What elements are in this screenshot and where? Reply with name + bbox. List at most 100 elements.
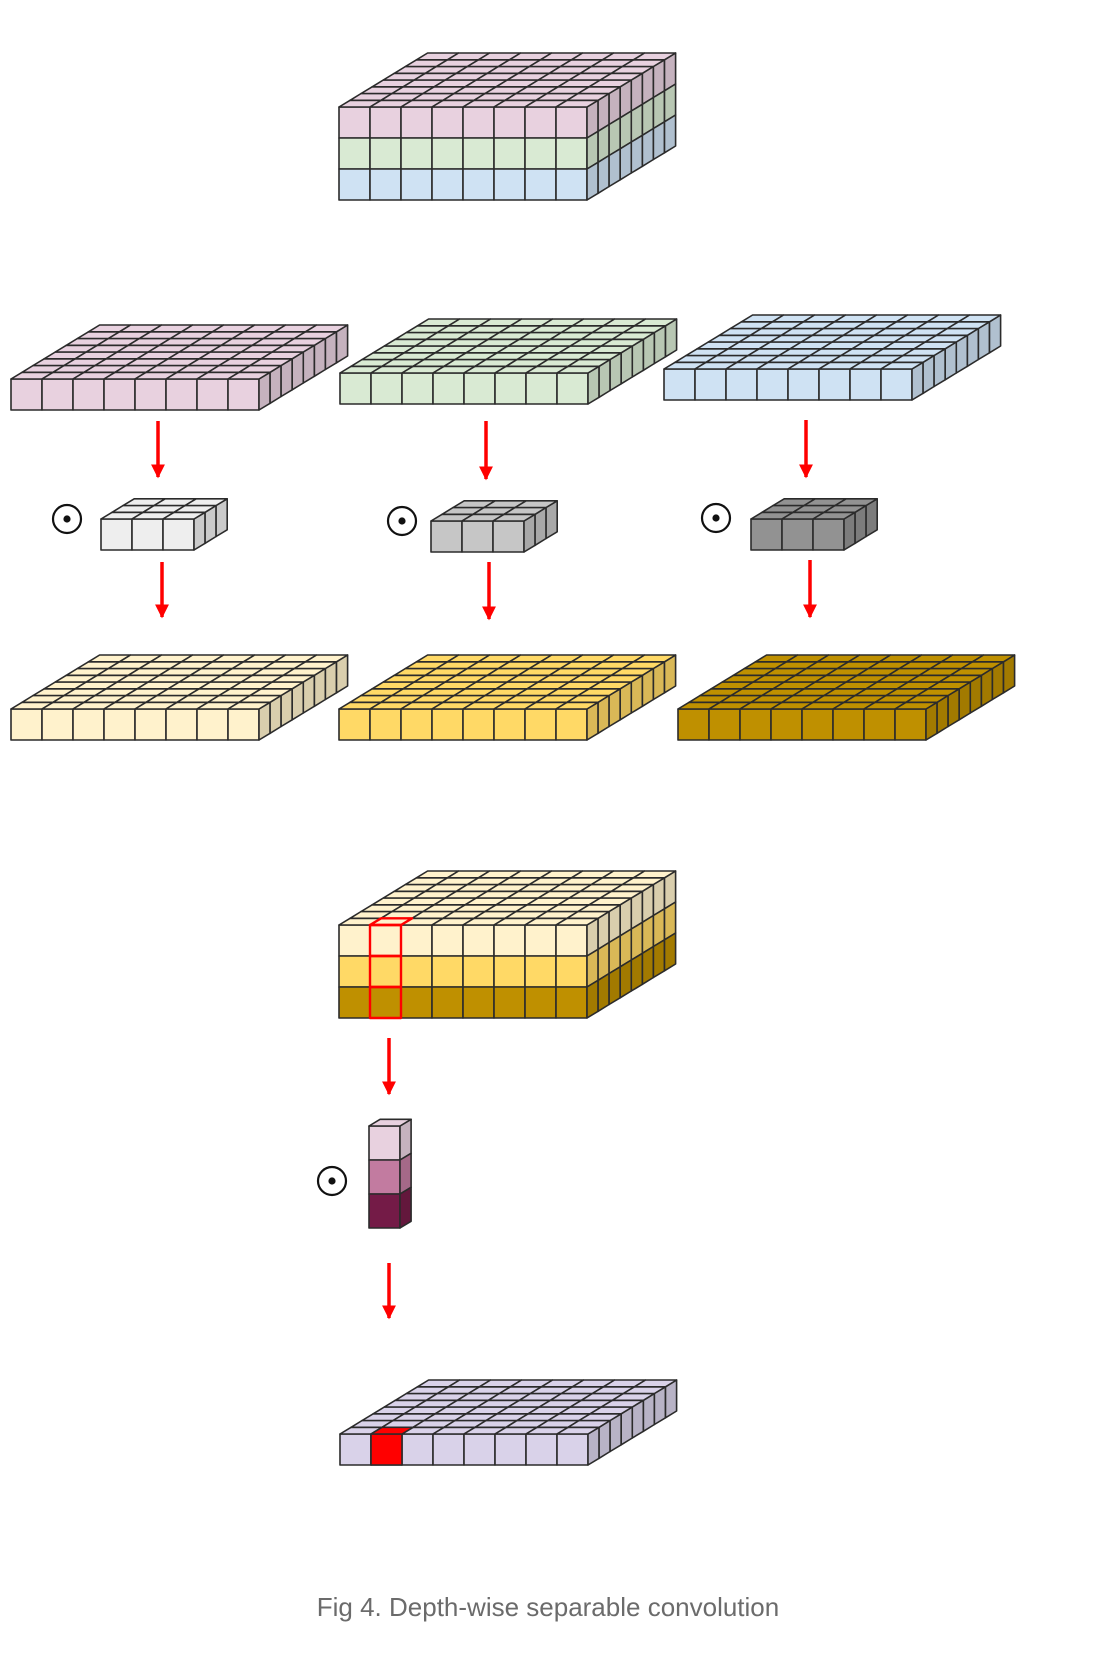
cube-side-face — [641, 127, 655, 168]
cube-front-face — [400, 137, 433, 170]
cube-side-face — [652, 121, 666, 161]
cube-front-face — [369, 924, 402, 957]
cube-front-face — [556, 372, 589, 405]
cube-side-face — [630, 134, 644, 174]
circle-dot-icon — [386, 505, 418, 537]
cube-front-face — [338, 106, 371, 139]
cube-front-face — [849, 368, 882, 401]
cube-front-face — [524, 137, 557, 170]
cube-front-face — [894, 708, 927, 741]
cube-front-face — [369, 955, 402, 988]
highlight-outline — [368, 985, 403, 1020]
cube-top-face — [632, 52, 677, 61]
figure-caption: Fig 4. Depth-wise separable convolution — [316, 1592, 780, 1622]
cube-front-face — [463, 1433, 496, 1466]
depthwise-separable-convolution-diagram — [10, 52, 1016, 1466]
cube-front-face — [369, 708, 402, 741]
cube-front-face — [10, 378, 43, 411]
cube-front-face — [463, 372, 496, 405]
cube-side-face — [619, 141, 633, 181]
depthwise-kernel-2 — [430, 499, 559, 553]
cube-front-face — [368, 1159, 401, 1195]
cube-front-face — [338, 137, 371, 170]
cube-side-face — [641, 945, 655, 986]
cube-front-face — [863, 708, 896, 741]
cube-front-face — [461, 520, 494, 553]
cube-front-face — [401, 372, 434, 405]
cube-front-face — [338, 955, 371, 988]
cube-front-face — [462, 955, 495, 988]
cube-front-face — [462, 986, 495, 1019]
cube-front-face — [400, 106, 433, 139]
output-feature-map — [339, 1379, 678, 1466]
cube-top-face — [957, 314, 1002, 323]
cube-front-face — [725, 368, 758, 401]
cube-top-face — [633, 318, 678, 327]
circle-dot-icon — [700, 502, 732, 534]
cube-front-face — [196, 378, 229, 411]
cube-front-face — [493, 924, 526, 957]
flow-arrows — [151, 420, 817, 1320]
cube-front-face — [369, 168, 402, 201]
cube-front-face — [338, 924, 371, 957]
cube-front-face — [677, 708, 710, 741]
cube-side-face — [399, 1186, 412, 1229]
cube-front-face — [555, 708, 588, 741]
cube-front-face — [555, 168, 588, 201]
cube-top-face — [633, 1379, 678, 1388]
cube-front-face — [524, 986, 557, 1019]
cube-front-face — [432, 1433, 465, 1466]
cube-front-face — [555, 924, 588, 957]
cube-front-face — [787, 368, 820, 401]
highlight-cell — [370, 1426, 414, 1435]
cube-front-face — [880, 368, 913, 401]
cube-front-face — [400, 168, 433, 201]
cube-front-face — [431, 106, 464, 139]
cube-front-face — [227, 708, 260, 741]
cube-top-face — [184, 497, 228, 507]
cube-front-face — [338, 168, 371, 201]
cube-front-face — [756, 368, 789, 401]
cube-front-face — [369, 986, 402, 1019]
input-volume — [338, 52, 677, 201]
circle-dot-icon — [316, 1165, 348, 1197]
cube-front-face — [494, 372, 527, 405]
cube-front-face — [431, 168, 464, 201]
cube-top-face — [632, 870, 677, 879]
cube-top-face — [971, 654, 1016, 663]
cube-front-face — [430, 520, 463, 553]
cube-front-face — [525, 1433, 558, 1466]
depthwise-kernel-1 — [100, 497, 228, 551]
cube-front-face — [818, 368, 851, 401]
cube-front-face — [462, 137, 495, 170]
cube-front-face — [493, 137, 526, 170]
cube-front-face — [431, 708, 464, 741]
cube-front-face — [368, 1193, 401, 1229]
circle-dot-icon — [51, 503, 83, 535]
cube-front-face — [369, 137, 402, 170]
cube-front-face — [493, 106, 526, 139]
highlight-outline — [368, 917, 414, 927]
cube-front-face — [494, 1433, 527, 1466]
cube-side-face — [597, 154, 610, 195]
cube-front-face — [400, 924, 433, 957]
depthwise-output-3 — [677, 654, 1016, 741]
cube-front-face — [462, 106, 495, 139]
cube-top-face — [368, 1118, 412, 1127]
cube-side-face — [619, 959, 633, 999]
cube-front-face — [41, 378, 74, 411]
cube-front-face — [555, 955, 588, 988]
cube-front-face — [812, 518, 845, 551]
input-channel-3-slice — [663, 314, 1002, 401]
cube-side-face — [608, 965, 622, 1006]
cube-top-face — [304, 654, 349, 663]
cube-front-face — [401, 1433, 434, 1466]
cube-front-face — [524, 106, 557, 139]
cube-front-face — [400, 986, 433, 1019]
cube-front-face — [525, 372, 558, 405]
cube-front-face — [493, 708, 526, 741]
cube-front-face — [524, 168, 557, 201]
cube-front-face — [663, 368, 696, 401]
cube-front-face — [196, 708, 229, 741]
cube-top-face — [304, 324, 349, 333]
